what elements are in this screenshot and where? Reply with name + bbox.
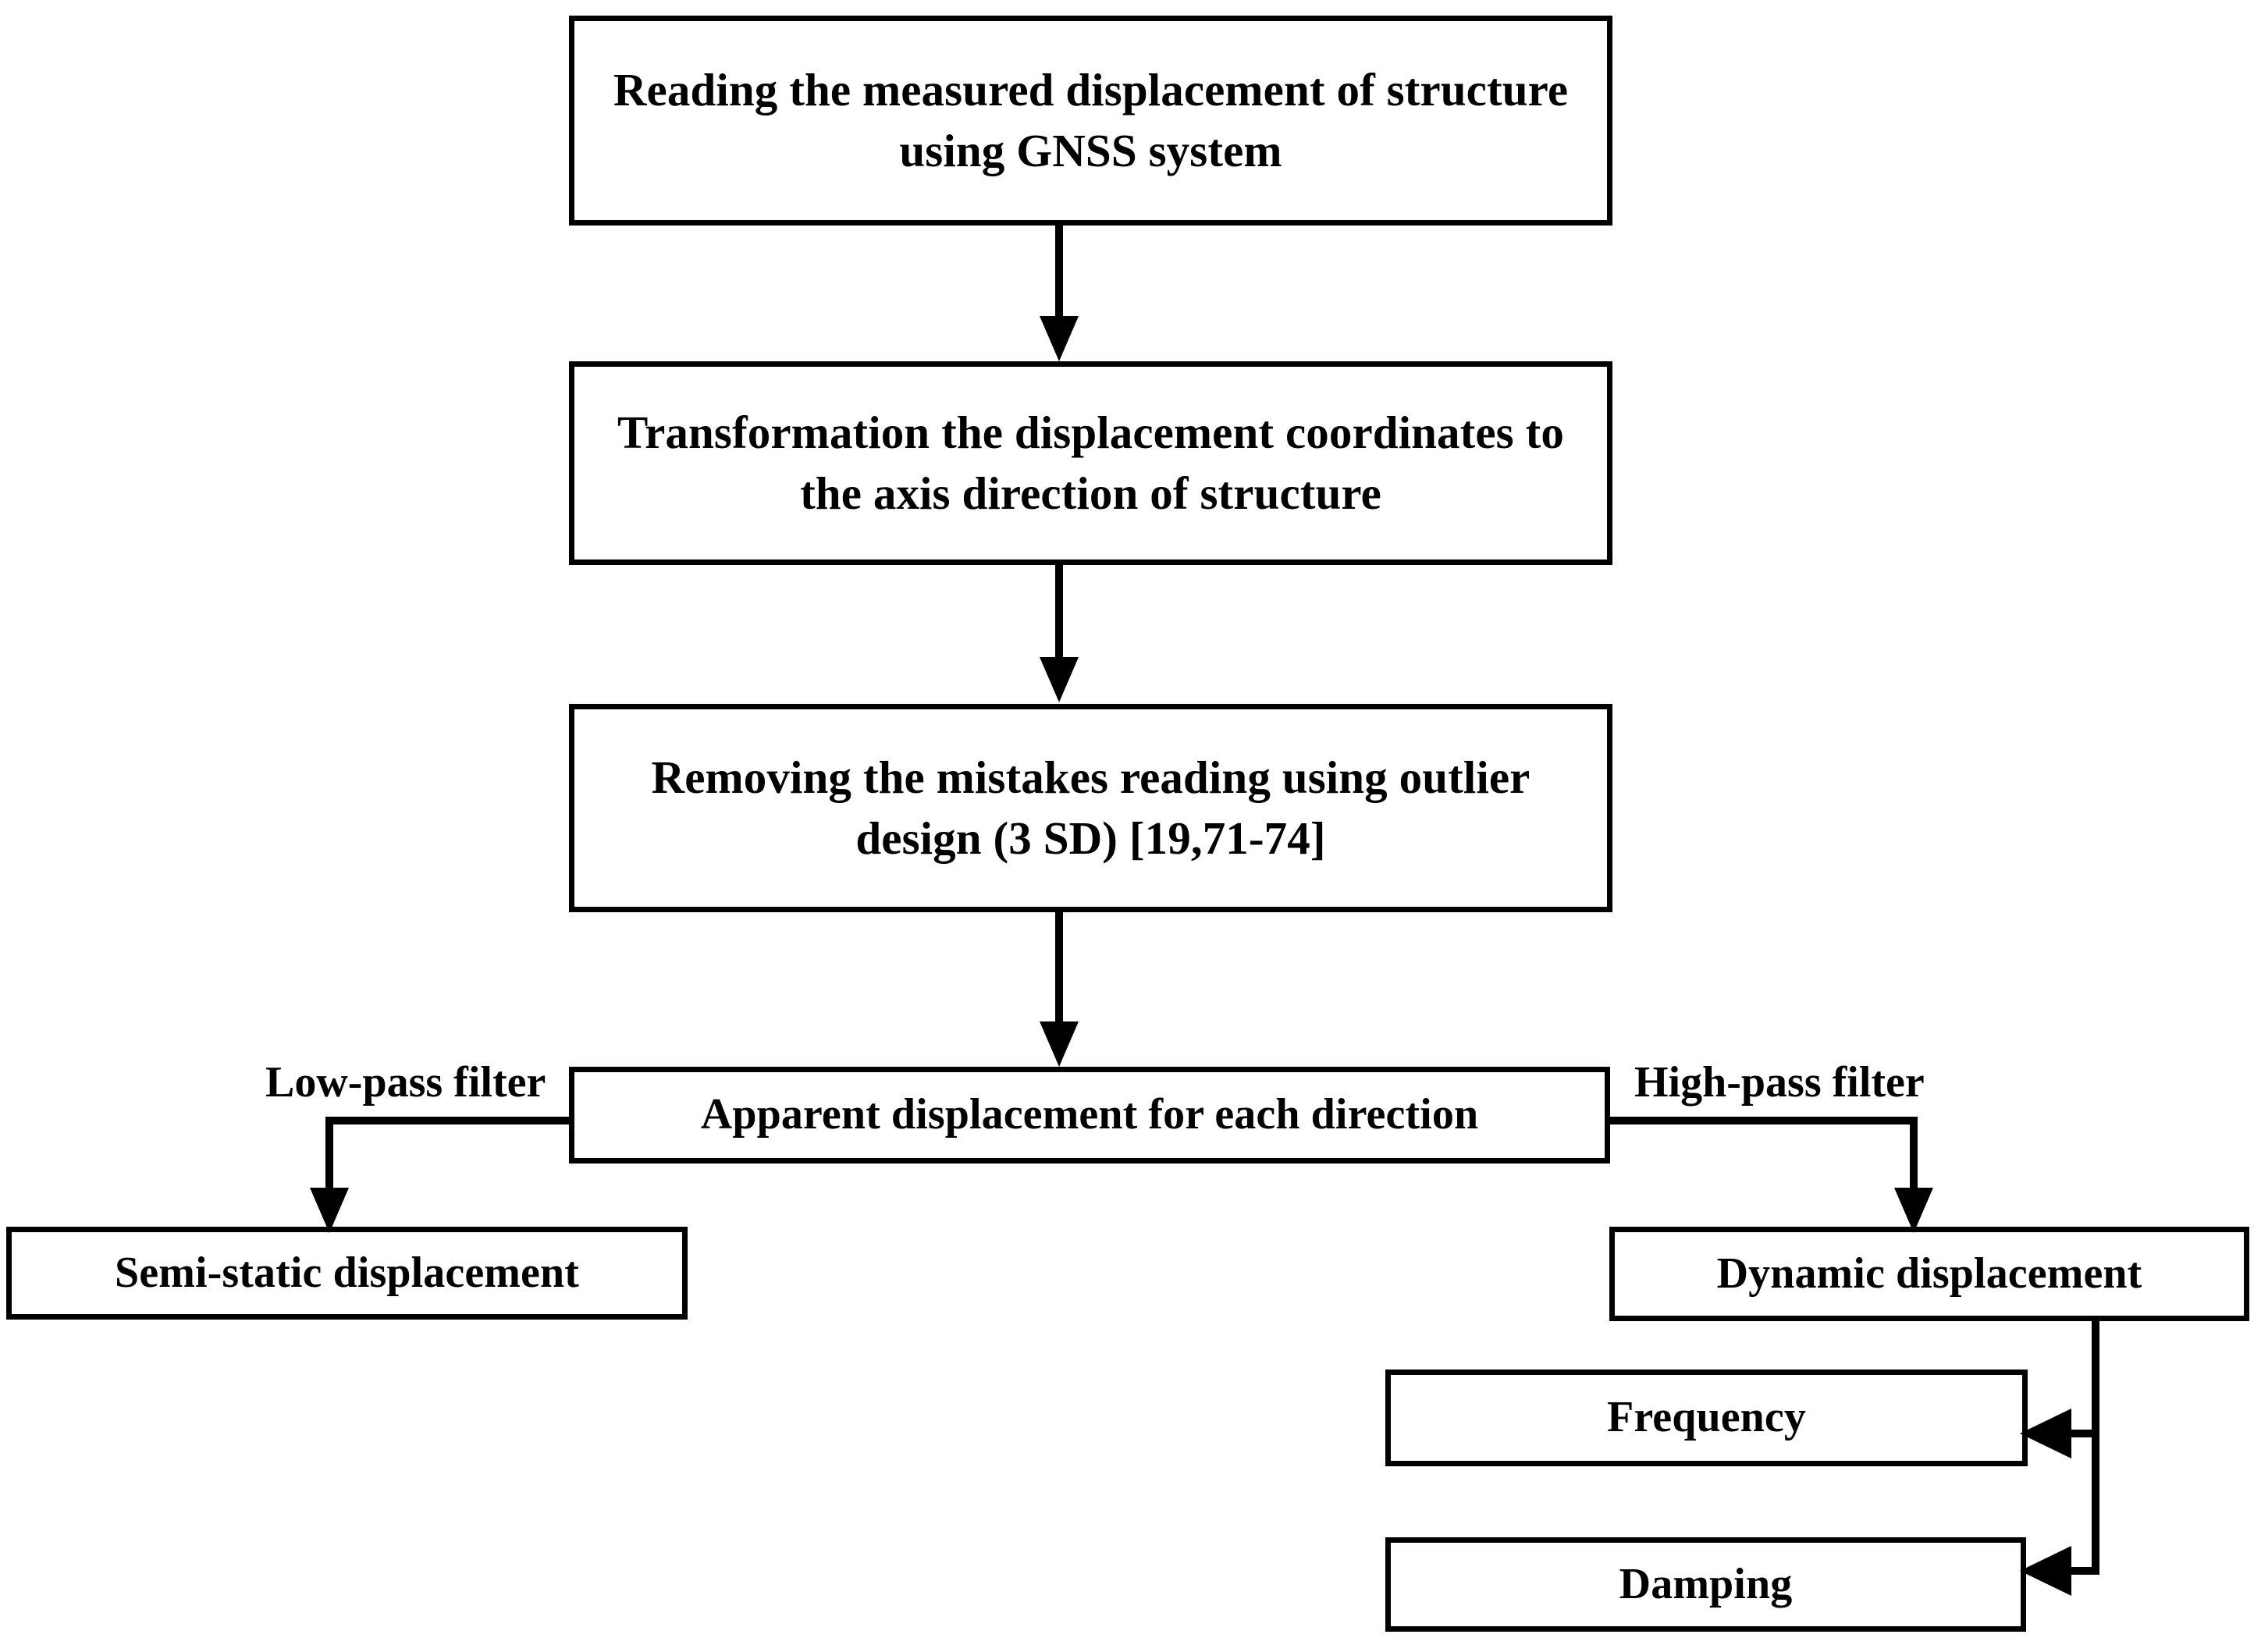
connector-apparent-to-semistatic-vertical — [325, 1117, 333, 1199]
node-label: Dynamic displacement — [1716, 1249, 2142, 1298]
node-label: Removing the mistakes reading using outl… — [651, 751, 1531, 864]
node-reading-measured-displacement[interactable]: Reading the measured displacement of str… — [569, 16, 1612, 226]
node-transformation-coordinates[interactable]: Transformation the displacement coordina… — [569, 361, 1612, 565]
connector-transform-to-outlier-line — [1055, 565, 1063, 660]
node-label: Reading the measured displacement of str… — [613, 63, 1569, 176]
node-apparent-displacement[interactable]: Apparent displacement for each direction — [569, 1067, 1610, 1164]
connector-apparent-to-dynamic-horizontal — [1605, 1117, 1918, 1124]
arrowhead-dynamic-to-frequency — [2020, 1409, 2071, 1458]
arrowhead-transform-to-outlier — [1040, 657, 1079, 702]
node-semi-static-displacement[interactable]: Semi-static displacement — [6, 1227, 688, 1320]
arrowhead-apparent-to-semistatic — [310, 1188, 349, 1233]
node-label: Apparent displacement for each direction — [700, 1090, 1479, 1139]
connector-outlier-to-apparent-line — [1055, 912, 1063, 1023]
connector-dynamic-spine-vertical — [2092, 1319, 2099, 1575]
node-label: Frequency — [1607, 1393, 1806, 1442]
node-label: Transformation the displacement coordina… — [617, 406, 1564, 519]
arrowhead-outlier-to-apparent — [1040, 1021, 1079, 1067]
edge-label-high-pass-filter: High-pass filter — [1634, 1058, 1925, 1107]
node-damping[interactable]: Damping — [1385, 1537, 2026, 1632]
connector-read-to-transform-line — [1055, 226, 1063, 319]
node-dynamic-displacement[interactable]: Dynamic displacement — [1609, 1227, 2249, 1321]
arrowhead-dynamic-to-damping — [2020, 1546, 2071, 1596]
node-label: Damping — [1619, 1559, 1793, 1608]
connector-apparent-to-semistatic-horizontal — [325, 1117, 574, 1124]
edge-label-low-pass-filter: Low-pass filter — [265, 1058, 546, 1107]
node-removing-mistakes-outlier[interactable]: Removing the mistakes reading using outl… — [569, 704, 1612, 912]
connector-dynamic-to-damping-horizontal — [2068, 1567, 2099, 1575]
node-label: Semi-static displacement — [115, 1248, 579, 1297]
arrowhead-apparent-to-dynamic — [1894, 1188, 1933, 1233]
connector-dynamic-to-frequency-horizontal — [2068, 1430, 2099, 1437]
connector-apparent-to-dynamic-vertical — [1910, 1117, 1918, 1199]
arrowhead-read-to-transform — [1040, 316, 1079, 361]
node-frequency[interactable]: Frequency — [1385, 1370, 2028, 1466]
